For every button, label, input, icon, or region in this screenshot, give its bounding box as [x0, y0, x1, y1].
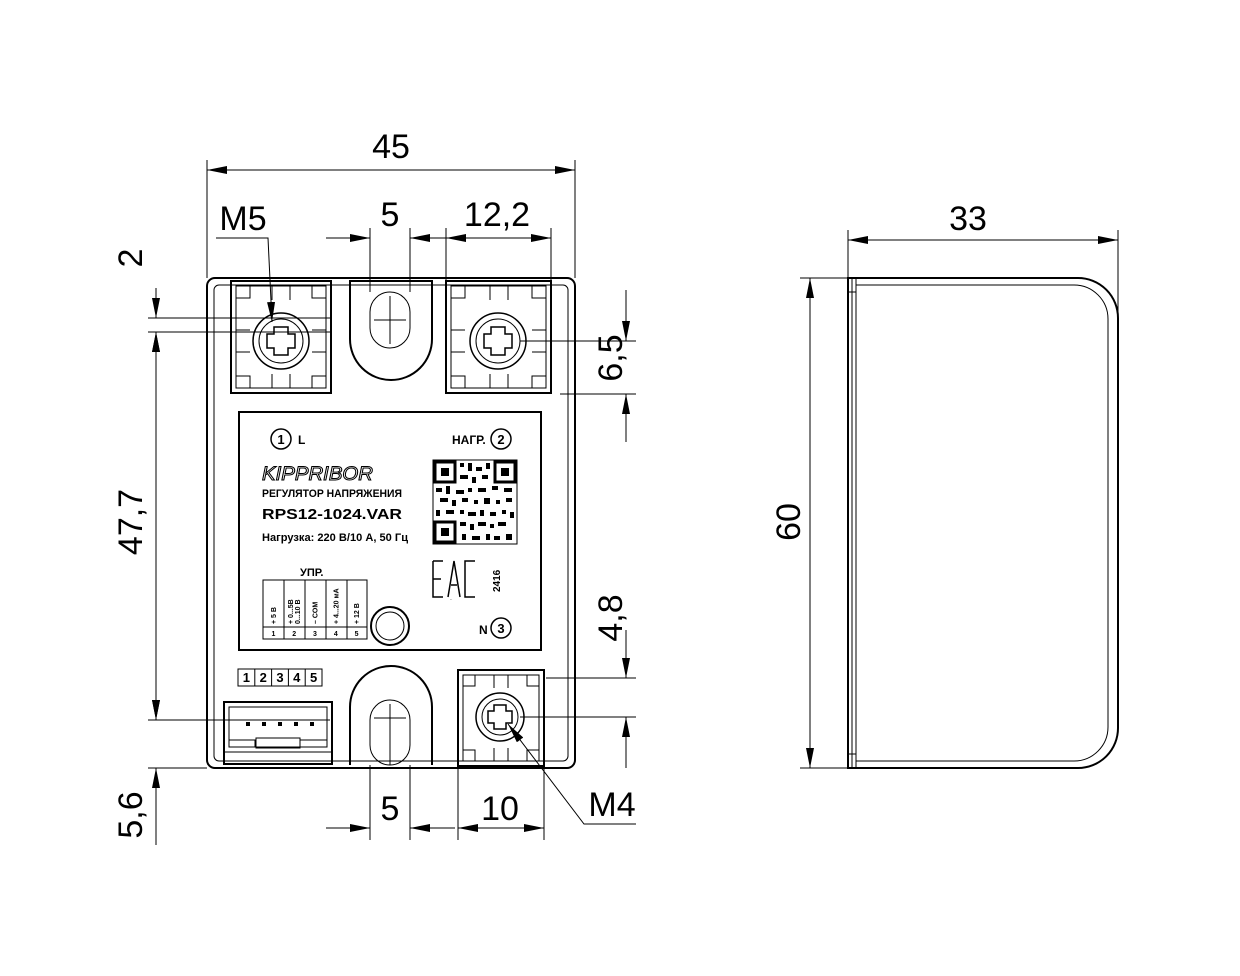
terminal-3-label: N: [479, 623, 488, 637]
front-view: 1 L НАГР. 2 KIPPRIBOR РЕГУЛЯТОР НАПРЯЖЕН…: [206, 277, 576, 769]
terminal-1-label: L: [298, 433, 305, 447]
terminal-bottom-right: [457, 669, 545, 767]
dim-bottom-offset: 5,6: [112, 791, 150, 838]
control-title: УПР.: [300, 567, 324, 579]
terminal-2-number: 2: [497, 432, 504, 447]
dim-thread-bottom: M4: [588, 786, 635, 824]
terminal-2-badge: [490, 428, 512, 450]
connector-pin-1: 1: [243, 670, 250, 685]
label-border: [238, 411, 542, 651]
brand-logo: KIPPRIBOR: [262, 464, 373, 485]
connector-housing: [223, 701, 333, 765]
terminal-2-label: НАГР.: [452, 433, 486, 447]
front-dimensions: 45 5 12,2 M5 2 47,7 5,6 6: [112, 128, 636, 845]
connector-pin-labels: 1 2 3 4 5: [237, 668, 323, 687]
dim-body-height: 47,7: [112, 489, 150, 555]
connector-pin-3: 3: [276, 670, 283, 685]
product-label: 1 L НАГР. 2 KIPPRIBOR РЕГУЛЯТОР НАПРЯЖЕН…: [238, 411, 542, 651]
control-pin-desc: – COM: [313, 602, 320, 624]
product-type: РЕГУЛЯТОР НАПРЯЖЕНИЯ: [262, 488, 402, 500]
control-pin-number: 2: [292, 631, 296, 638]
control-pin-number: 5: [355, 631, 359, 638]
dim-side-width: 33: [949, 200, 987, 238]
dim-side-height: 60: [770, 503, 808, 541]
dim-terminal-pitch-top: 12,2: [464, 196, 530, 234]
dim-terminal-pitch-bottom: 10: [481, 790, 519, 828]
dim-slot-top: 5: [381, 196, 400, 234]
terminal-1-badge: [270, 428, 292, 450]
control-pin-desc: + 12 В: [354, 603, 361, 624]
terminal-top-left: [230, 280, 332, 394]
control-pin-desc: + 4...20 мА: [333, 588, 340, 624]
control-connector: [223, 701, 333, 765]
eac-certification-mark: EAC: [432, 560, 475, 601]
control-pin-number: 1: [271, 631, 275, 638]
control-pin-desc: + 0...5В: [288, 599, 295, 624]
connector-pin-4: 4: [293, 670, 301, 685]
control-pin-desc: + 5 В: [271, 607, 278, 624]
connector-pin-2: 2: [260, 670, 267, 685]
terminal-3-badge: [490, 617, 512, 639]
batch-number: 2416: [492, 569, 503, 592]
cert-mark-text: EAC: [450, 598, 452, 601]
phillips-screw-icon: [483, 326, 513, 356]
dim-top-offset: 2: [112, 249, 150, 268]
phillips-screw-icon: [487, 704, 513, 730]
dim-terminal-height: 6,5: [592, 334, 630, 381]
connector-pin-5: 5: [310, 670, 317, 685]
indicator-led: [370, 606, 410, 646]
dim-terminal-offset-bottom: 4,8: [592, 594, 630, 641]
qr-code-icon: [432, 459, 518, 545]
body-inner-outline: [213, 284, 569, 762]
dim-thread-top: M5: [219, 200, 266, 238]
control-pin-number: 3: [313, 631, 317, 638]
terminal-3-number: 3: [497, 621, 504, 636]
mounting-slot-bottom: [349, 665, 433, 766]
control-pin-desc: 0...10 В: [295, 599, 302, 624]
side-dimensions: 33 60: [770, 200, 1119, 769]
dim-width-total: 45: [372, 128, 410, 166]
control-pin-number: 4: [334, 631, 338, 638]
terminal-top-right: [445, 280, 552, 394]
phillips-screw-icon: [266, 326, 296, 356]
mounting-slot-top: [349, 280, 433, 381]
load-rating: Нагрузка: 220 В/10 А, 50 Гц: [262, 532, 408, 544]
side-body-outline: [847, 277, 1119, 769]
body-outline: [206, 277, 576, 769]
model-number: RPS12-1024.VAR: [262, 506, 402, 523]
dim-slot-bottom: 5: [381, 790, 400, 828]
terminal-1-number: 1: [277, 432, 284, 447]
side-view: [847, 277, 1119, 769]
